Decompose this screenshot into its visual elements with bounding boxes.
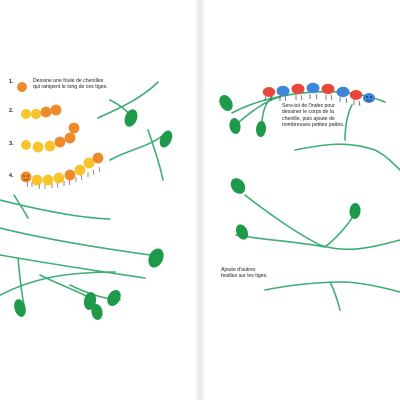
caterpillar-body <box>32 141 44 153</box>
caterpillar-body <box>64 169 76 181</box>
caterpillar-instruction: Sers-toi de l'index pour dessiner le cor… <box>282 103 362 129</box>
caterpillar-body <box>31 174 43 186</box>
instruction-line: qui rampent le long de ces tiges. <box>33 84 108 91</box>
instruction-line: nombreuses petites pattes. <box>282 122 345 129</box>
caterpillar-body <box>68 122 80 134</box>
leaf <box>91 304 103 320</box>
leaf <box>83 292 97 310</box>
stem <box>0 199 111 220</box>
leaf <box>219 95 233 111</box>
caterpillar-eye <box>23 175 25 177</box>
caterpillar-mouth <box>366 99 372 102</box>
leaf <box>349 203 361 219</box>
demo-caterpillar <box>262 82 375 107</box>
book-gutter-line <box>199 0 201 400</box>
stem <box>264 281 400 293</box>
caterpillar-mouth <box>23 178 29 181</box>
caterpillar-body <box>21 109 31 119</box>
caterpillar-body <box>83 157 95 169</box>
step-1-caterpillar <box>17 82 27 92</box>
stem <box>244 194 400 251</box>
leaves-instruction: Ajoute d'autres feuilles sur les tiges. <box>221 267 291 280</box>
step-2-caterpillar <box>21 104 62 120</box>
caterpillar-body <box>44 140 56 152</box>
leaf <box>124 109 138 127</box>
caterpillar-body <box>17 82 27 92</box>
caterpillar-eye <box>370 96 372 98</box>
step-3-caterpillar <box>21 122 80 153</box>
caterpillar-body <box>74 164 86 176</box>
instruction-line: dessiner le corps de la <box>282 109 334 116</box>
step-number: 1. <box>9 79 14 85</box>
caterpillar-body <box>50 104 62 116</box>
caterpillar-body <box>64 132 76 144</box>
right-leaves <box>219 95 361 240</box>
leaf <box>229 118 241 134</box>
step-4-caterpillar <box>20 152 104 190</box>
caterpillar-eye <box>366 96 368 98</box>
leaf <box>14 299 26 317</box>
caterpillar-body <box>336 86 350 98</box>
step-number: 3. <box>9 141 14 147</box>
step-number: 4. <box>9 173 14 179</box>
instruction-line: feuilles sur les tiges. <box>221 273 268 280</box>
leaf <box>148 248 164 268</box>
stem <box>109 135 163 161</box>
stem <box>0 254 146 279</box>
leaf <box>235 224 249 240</box>
caterpillar-body <box>40 106 52 118</box>
caterpillar-body <box>53 172 65 184</box>
left-leaves <box>14 109 173 320</box>
leaf <box>230 178 246 194</box>
stem <box>344 104 353 141</box>
caterpillar-head <box>20 171 32 183</box>
leaf <box>159 130 173 148</box>
legs <box>264 93 361 107</box>
caterpillar-legs <box>26 166 101 190</box>
caterpillar-body <box>92 152 104 164</box>
caterpillar-head <box>363 93 375 103</box>
caterpillar-body <box>306 82 320 94</box>
caterpillar-body <box>276 85 290 97</box>
instruction-line: Ajoute d'autres <box>221 267 256 273</box>
instruction-line: Sers-toi de l'index pour <box>282 103 335 109</box>
leaf <box>255 121 267 137</box>
caterpillar-legs <box>264 93 361 107</box>
caterpillar-body <box>349 90 363 100</box>
caterpillar-body <box>321 83 335 95</box>
step-number: 2. <box>9 108 14 114</box>
stem <box>0 271 116 296</box>
caterpillar-body <box>262 87 276 97</box>
caterpillar-body <box>54 136 66 148</box>
caterpillar-body <box>21 140 31 150</box>
legs <box>26 166 101 190</box>
caterpillar-body <box>291 83 305 95</box>
stem <box>147 129 164 181</box>
leaf <box>107 290 121 306</box>
stem <box>13 194 29 219</box>
stem <box>97 81 159 119</box>
stem <box>17 257 25 306</box>
stem <box>0 227 151 256</box>
stem <box>237 96 281 124</box>
instruction-line: Dessine une foule de chenilles <box>33 78 104 84</box>
stem <box>329 281 341 311</box>
instruction-line: chenille, puis ajoute de <box>282 115 335 122</box>
stem <box>294 143 400 171</box>
caterpillar-body <box>30 108 42 120</box>
caterpillar-body <box>42 174 54 186</box>
caterpillar-eye <box>27 175 29 177</box>
step-1-instruction: Dessine une foule de chenilles qui rampe… <box>33 78 121 91</box>
